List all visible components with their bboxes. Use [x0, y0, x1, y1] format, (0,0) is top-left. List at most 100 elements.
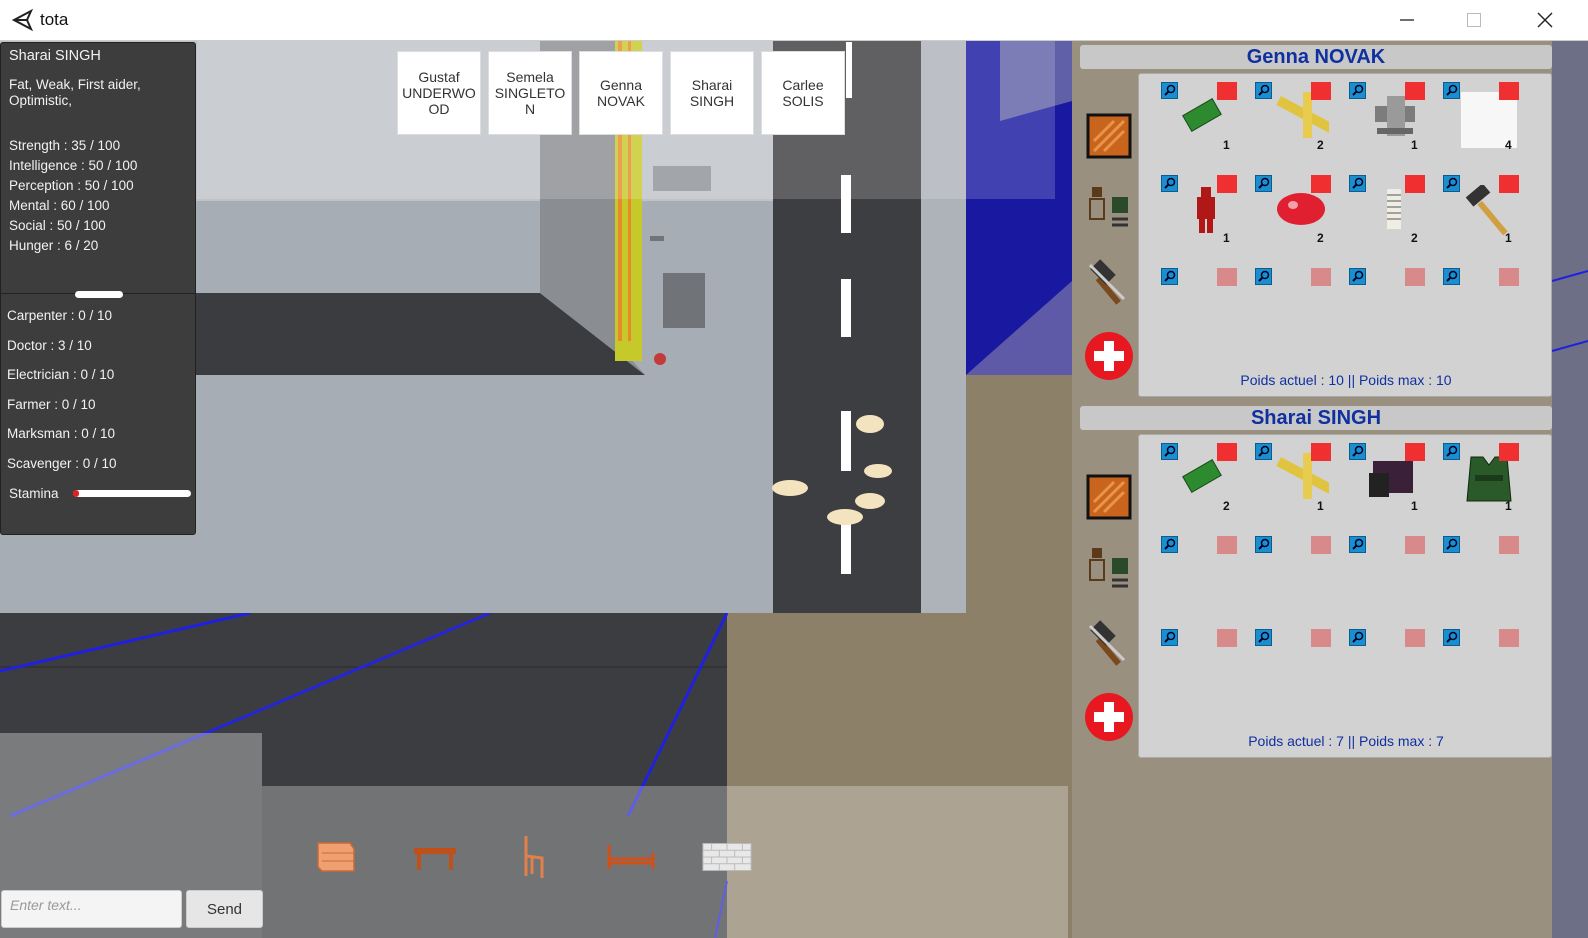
- drop-item-button[interactable]: [1311, 175, 1331, 193]
- character-tab[interactable]: Sharai SINGH: [670, 51, 754, 135]
- inspect-button[interactable]: [1443, 175, 1460, 192]
- inventory-slot[interactable]: [1443, 536, 1525, 616]
- inventory-slot[interactable]: 1: [1443, 175, 1525, 255]
- medical-button[interactable]: [1084, 692, 1134, 742]
- inspect-button[interactable]: [1443, 443, 1460, 460]
- drop-item-button[interactable]: [1405, 443, 1425, 461]
- inspect-button[interactable]: [1161, 268, 1178, 285]
- inspect-button[interactable]: [1255, 82, 1272, 99]
- drop-item-button[interactable]: [1405, 175, 1425, 193]
- equip-button[interactable]: [1084, 183, 1134, 233]
- character-tab[interactable]: Gustaf UNDERWOOD: [397, 51, 481, 135]
- build-bed-button[interactable]: [606, 834, 656, 880]
- inventory-slot[interactable]: [1349, 268, 1431, 348]
- build-table-button[interactable]: [410, 834, 460, 880]
- drop-item-button[interactable]: [1311, 536, 1331, 554]
- medical-button[interactable]: [1084, 331, 1134, 381]
- drop-item-button[interactable]: [1311, 268, 1331, 286]
- magnifier-icon: [1164, 84, 1176, 96]
- inspect-button[interactable]: [1161, 629, 1178, 646]
- minimize-button[interactable]: [1374, 0, 1440, 40]
- drop-item-button[interactable]: [1311, 629, 1331, 647]
- drop-item-button[interactable]: [1217, 536, 1237, 554]
- panel-resize-handle[interactable]: [75, 291, 123, 298]
- drop-item-button[interactable]: [1217, 443, 1237, 461]
- build-dresser-button[interactable]: [310, 834, 360, 880]
- inventory-slot[interactable]: [1161, 536, 1243, 616]
- drop-item-button[interactable]: [1405, 268, 1425, 286]
- inspect-button[interactable]: [1161, 536, 1178, 553]
- inventory-slot[interactable]: [1349, 629, 1431, 709]
- inventory-slot[interactable]: 2: [1255, 82, 1337, 162]
- craft-button[interactable]: [1084, 259, 1134, 309]
- inventory-slot[interactable]: [1161, 629, 1243, 709]
- inventory-slot[interactable]: 1: [1255, 443, 1337, 523]
- inventory-slot[interactable]: 2: [1161, 443, 1243, 523]
- drop-item-button[interactable]: [1499, 629, 1519, 647]
- drop-item-button[interactable]: [1217, 268, 1237, 286]
- inventory-slot[interactable]: 1: [1349, 82, 1431, 162]
- drop-item-button[interactable]: [1311, 443, 1331, 461]
- inspect-button[interactable]: [1255, 629, 1272, 646]
- build-chair-button[interactable]: [508, 834, 558, 880]
- inspect-button[interactable]: [1443, 268, 1460, 285]
- inspect-button[interactable]: [1161, 175, 1178, 192]
- inventory-slot[interactable]: [1161, 268, 1243, 348]
- inventory-slot[interactable]: 2: [1349, 175, 1431, 255]
- character-tab[interactable]: Semela SINGLETON: [488, 51, 572, 135]
- craft-button[interactable]: [1084, 620, 1134, 670]
- inventory-slot[interactable]: [1255, 629, 1337, 709]
- inspect-button[interactable]: [1349, 443, 1366, 460]
- inspect-button[interactable]: [1349, 82, 1366, 99]
- inspect-button[interactable]: [1255, 175, 1272, 192]
- chat-input[interactable]: Enter text...: [1, 890, 182, 928]
- drop-item-button[interactable]: [1405, 536, 1425, 554]
- drop-item-button[interactable]: [1499, 268, 1519, 286]
- drop-item-button[interactable]: [1217, 82, 1237, 100]
- circuit-board-icon: [1182, 98, 1222, 132]
- inspect-button[interactable]: [1349, 175, 1366, 192]
- inventory-slot[interactable]: [1443, 629, 1525, 709]
- inspect-button[interactable]: [1255, 443, 1272, 460]
- inspect-button[interactable]: [1443, 82, 1460, 99]
- inspect-button[interactable]: [1255, 268, 1272, 285]
- crate-button[interactable]: [1084, 111, 1134, 161]
- build-wall-button[interactable]: [702, 834, 752, 880]
- drop-item-button[interactable]: [1311, 82, 1331, 100]
- inventory-slot[interactable]: [1255, 268, 1337, 348]
- inventory-slot[interactable]: 1: [1349, 443, 1431, 523]
- character-tab[interactable]: Genna NOVAK: [579, 51, 663, 135]
- drop-item-button[interactable]: [1499, 175, 1519, 193]
- inventory-slot[interactable]: 4: [1443, 82, 1525, 162]
- inventory-slot[interactable]: [1349, 536, 1431, 616]
- drop-item-button[interactable]: [1499, 82, 1519, 100]
- inspect-button[interactable]: [1443, 629, 1460, 646]
- drop-item-button[interactable]: [1405, 629, 1425, 647]
- inventory-slot[interactable]: [1255, 536, 1337, 616]
- inspect-button[interactable]: [1161, 443, 1178, 460]
- character-tab[interactable]: Carlee SOLIS: [761, 51, 845, 135]
- equip-button[interactable]: [1084, 544, 1134, 594]
- send-button[interactable]: Send: [186, 890, 263, 928]
- inspect-button[interactable]: [1161, 82, 1178, 99]
- inspect-button[interactable]: [1349, 629, 1366, 646]
- inventory-slot[interactable]: 1: [1161, 82, 1243, 162]
- inventory-slot[interactable]: 2: [1255, 175, 1337, 255]
- inspect-button[interactable]: [1349, 536, 1366, 553]
- item-count: 2: [1411, 231, 1418, 245]
- inspect-button[interactable]: [1255, 536, 1272, 553]
- close-button[interactable]: [1512, 0, 1578, 40]
- inventory-slot[interactable]: 1: [1161, 175, 1243, 255]
- inventory-slot[interactable]: [1443, 268, 1525, 348]
- inspect-button[interactable]: [1443, 536, 1460, 553]
- drop-item-button[interactable]: [1499, 443, 1519, 461]
- drop-item-button[interactable]: [1499, 536, 1519, 554]
- crate-button[interactable]: [1084, 472, 1134, 522]
- maximize-button[interactable]: [1441, 0, 1507, 40]
- drop-item-button[interactable]: [1217, 175, 1237, 193]
- drop-item-button[interactable]: [1217, 629, 1237, 647]
- drop-item-button[interactable]: [1405, 82, 1425, 100]
- inspect-button[interactable]: [1349, 268, 1366, 285]
- inventory-slot[interactable]: 1: [1443, 443, 1525, 523]
- tabs-scrollbar[interactable]: [846, 42, 852, 98]
